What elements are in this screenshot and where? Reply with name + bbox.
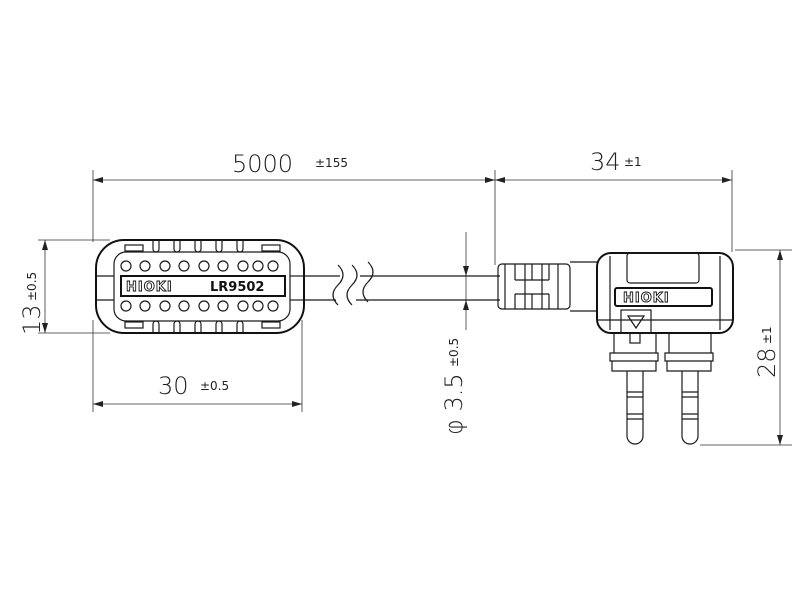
connector-plugs xyxy=(609,333,714,445)
dimension-cable-diameter: φ 3.5 ±0.5 xyxy=(440,232,469,435)
connector-length-tolerance: ±1 xyxy=(624,155,642,169)
connector-height-tolerance: ±1 xyxy=(760,326,774,344)
sensor-body: HIOKI LR9502 xyxy=(95,239,305,334)
sensor-height-value: 13 xyxy=(18,304,46,335)
connector-brand-logo: HIOKI xyxy=(623,291,670,306)
dimension-connector-height: 28 ±1 xyxy=(700,249,792,446)
connector-body: HIOKI xyxy=(596,252,734,344)
dimension-sensor-width: 30 ±0.5 xyxy=(92,320,303,412)
sensor-height-tolerance: ±0.5 xyxy=(25,272,39,301)
cable xyxy=(304,261,500,306)
strain-relief xyxy=(497,261,598,312)
sensor-brand-logo: HIOKI xyxy=(126,280,173,295)
connector-length-value: 34 xyxy=(590,148,621,176)
cable-diameter-tolerance: ±0.5 xyxy=(447,338,461,367)
connector-height-value: 28 xyxy=(753,347,781,378)
cable-length-tolerance: ±155 xyxy=(315,156,348,170)
sensor-width-tolerance: ±0.5 xyxy=(200,379,229,393)
cable-diameter-value: φ 3.5 xyxy=(440,373,468,435)
dimension-connector-length: 34 ±1 xyxy=(495,148,733,252)
dimension-cable-length: 5000 ±155 xyxy=(92,150,496,265)
cable-length-value: 5000 xyxy=(232,150,293,178)
sensor-model-label: LR9502 xyxy=(210,280,264,295)
dimension-sensor-height: 13 ±0.5 xyxy=(18,239,110,335)
sensor-width-value: 30 xyxy=(158,372,189,400)
